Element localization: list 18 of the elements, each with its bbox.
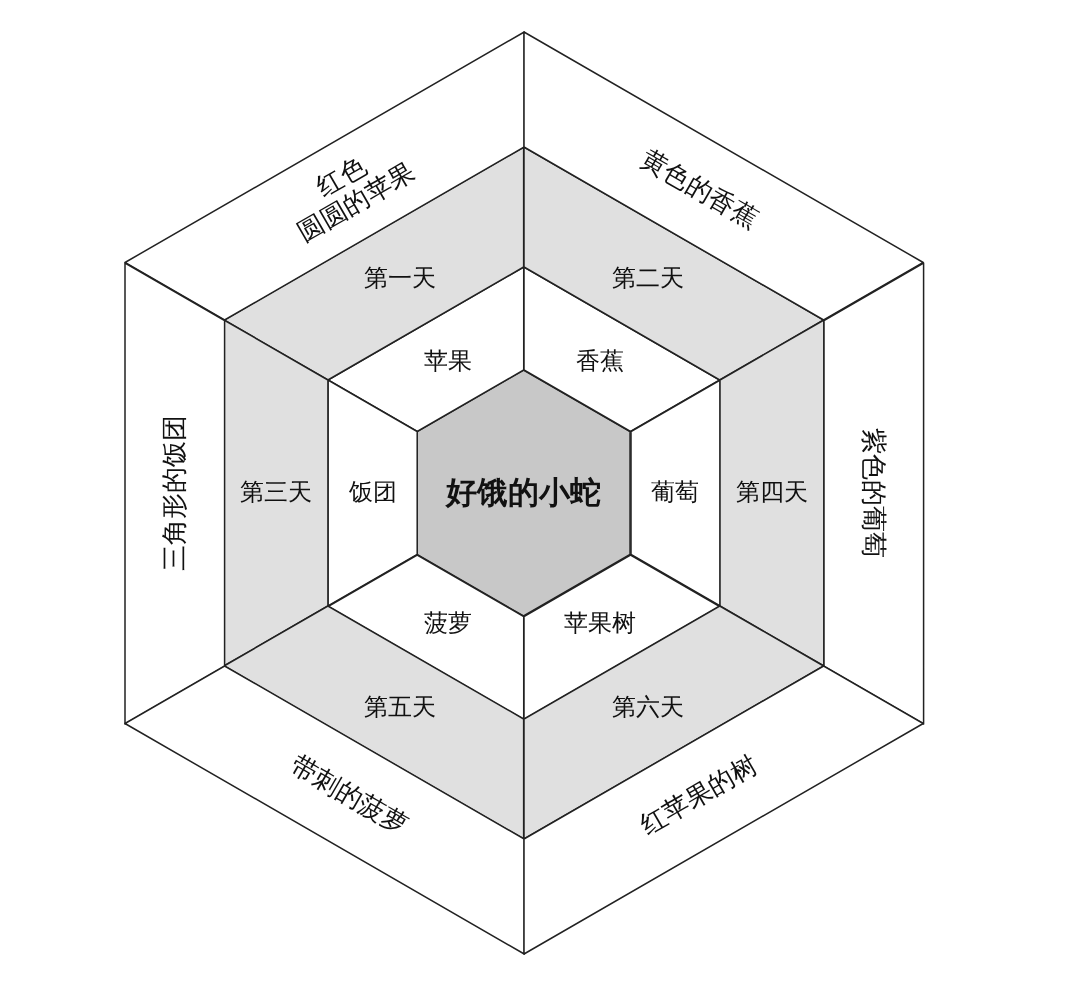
segment-label: 带刺的菠萝 bbox=[285, 750, 414, 841]
segment-label: 紫色的葡萄 bbox=[858, 427, 889, 558]
segment-label: 菠萝 bbox=[424, 609, 473, 638]
segment-label: 第五天 bbox=[364, 693, 437, 722]
segment-label: 第四天 bbox=[735, 479, 808, 507]
segment-label: 葡萄 bbox=[651, 479, 700, 507]
segment-label: 苹果 bbox=[424, 348, 473, 376]
segment-label: 黄色的香蕉 bbox=[634, 144, 763, 236]
segment-label: 红苹果的树 bbox=[634, 750, 763, 841]
segment-label: 三角形的饭团 bbox=[159, 414, 190, 571]
segment-label: 第一天 bbox=[364, 264, 437, 293]
segment-label: 苹果树 bbox=[563, 609, 636, 638]
segment-label: 第六天 bbox=[611, 693, 684, 722]
segment-label: 第二天 bbox=[611, 264, 684, 293]
segment-label: 香蕉 bbox=[575, 348, 624, 376]
segment-label: 饭团 bbox=[348, 479, 397, 507]
segment-label: 第三天 bbox=[240, 479, 313, 507]
title-label: 好饿的小蛇 bbox=[446, 475, 602, 511]
